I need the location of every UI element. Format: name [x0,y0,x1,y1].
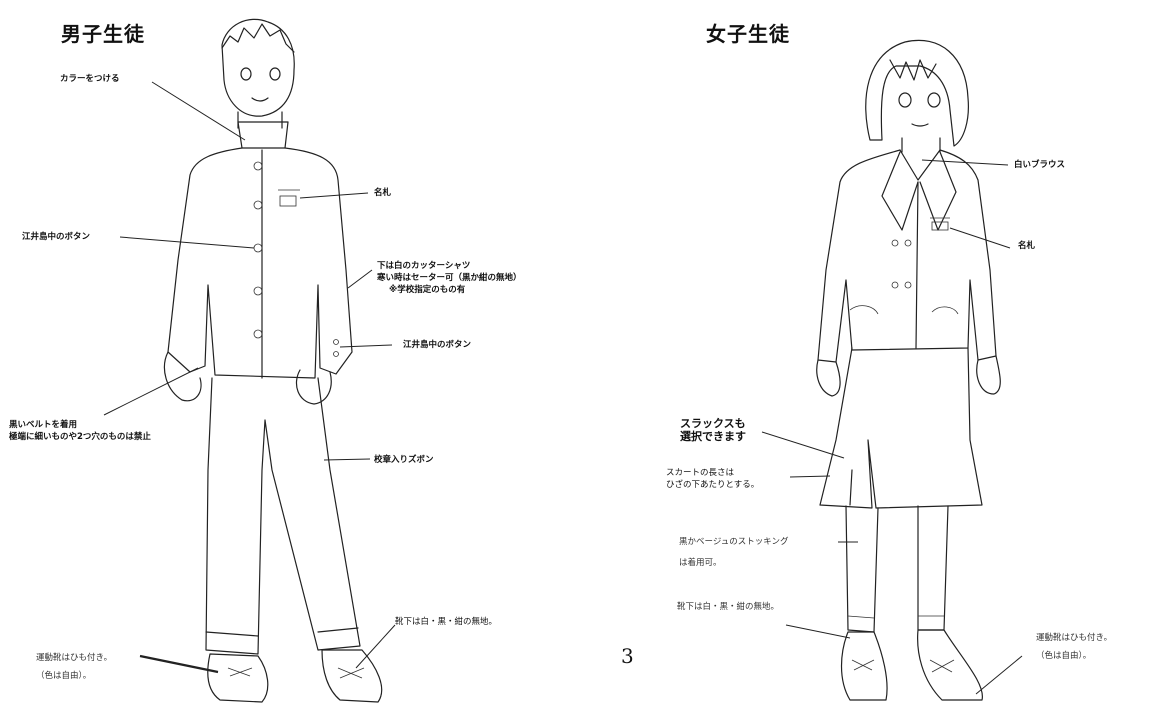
girl-leader-lines [761,159,1023,695]
girl-slacks-line-2: 選択できます [680,430,746,443]
boy-heading: 男子生徒 [61,22,145,46]
girl-skirt-line-1: スカートの長さは [666,468,735,478]
girl-heading: 女子生徒 [706,22,790,46]
boy-nametag-label: 名札 [374,188,392,198]
girl-shoes-note: 運動靴はひも付き。 （色は自由）。 [1036,629,1112,665]
girl-skirt-note: スカートの長さは ひざの下あたりとする。 [666,467,759,491]
boy-student-illustration [163,18,383,703]
boy-shoes-line-1: 運動靴はひも付き。 [36,653,113,663]
boy-shirt-note: 下は白のカッターシャツ 寒い時はセーター可（黒か紺の無地） ※学校指定のもの有 [377,260,522,296]
girl-nametag-label: 名札 [1018,241,1036,251]
boy-belt-line-2: 極端に細いものや2つ穴のものは禁止 [9,432,151,442]
girl-shoes-line-1: 運動靴はひも付き。 [1036,633,1113,643]
girl-blouse-label: 白いブラウス [1014,160,1066,170]
girl-slacks-note: スラックスも 選択できます [680,417,746,443]
boy-shoes-note: 運動靴はひも付き。 （色は自由）。 [36,649,112,685]
boy-collar-label: カラーをつける [60,74,120,84]
girl-shoes-line-2: （色は自由）。 [1036,651,1092,661]
girl-stockings-line-2: は着用可。 [679,558,722,568]
boy-belt-line-1: 黒いベルトを着用 [9,420,78,430]
boy-leader-lines [103,81,396,674]
girl-skirt-line-2: ひざの下あたりとする。 [666,480,760,490]
girl-slacks-line-1: スラックスも [680,417,746,430]
boy-shirt-line-2: 寒い時はセーター可（黒か紺の無地） [377,273,522,283]
boy-belt-note: 黒いベルトを着用 極端に細いものや2つ穴のものは禁止 [9,419,151,443]
girl-stockings-note: 黒かベージュのストッキング は着用可。 [679,532,788,574]
boy-cuff-button-label: 江井島中のボタン [403,340,472,350]
boy-shoes-line-2: （色は自由）。 [36,671,92,681]
girl-stockings-line-1: 黒かベージュのストッキング [679,537,789,547]
girl-student-illustration [816,39,1001,701]
page-number: 3 [621,644,634,668]
boy-shirt-line-3: ※学校指定のもの有 [389,285,466,295]
boy-trousers-label: 校章入りズボン [374,455,434,465]
boy-front-button-label: 江井島中のボタン [22,232,91,242]
girl-socks-label: 靴下は白・黒・紺の無地。 [677,602,780,612]
boy-socks-label: 靴下は白・黒・紺の無地。 [395,617,498,627]
boy-shirt-line-1: 下は白のカッターシャツ [377,261,471,271]
